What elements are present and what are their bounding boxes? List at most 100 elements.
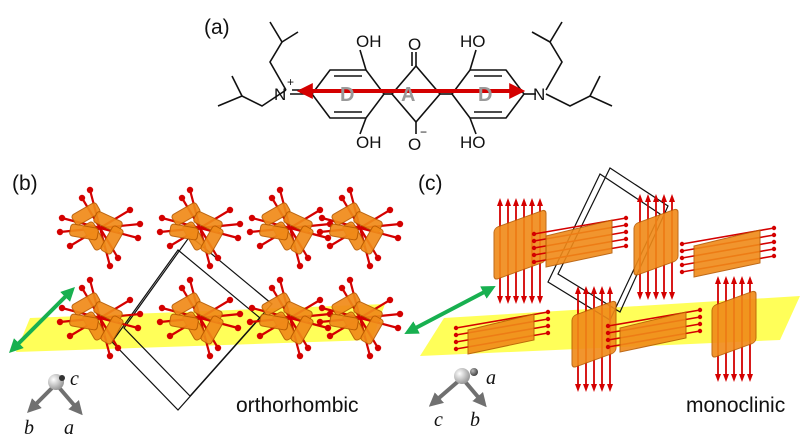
- dipole-arrow-tip: [531, 231, 537, 237]
- molecule-slab: [261, 292, 291, 316]
- dipole-arrow-tip: [731, 374, 737, 382]
- dipole-arrow-tip: [206, 352, 214, 360]
- dipole-arrow-tip: [697, 328, 703, 334]
- dipole-arrow-tip: [545, 316, 551, 322]
- molecule-slab: [200, 315, 224, 345]
- horizontal-stack: [605, 307, 703, 353]
- panel-c: (c) a c b monoclinic: [404, 167, 800, 431]
- dipole-arrow-tip: [396, 220, 404, 228]
- dipole-arrow-tip: [318, 214, 326, 222]
- dipole-arrow-tip: [669, 194, 675, 202]
- label-n-left: N: [274, 85, 286, 104]
- molecule-slab: [360, 315, 384, 345]
- molecule-slab: [711, 290, 757, 358]
- dipole-arrow-tip: [715, 374, 721, 382]
- dipole-arrow-tip: [771, 225, 777, 231]
- dipole-arrow-tip: [723, 374, 729, 382]
- dipole-arrow-tip: [366, 352, 374, 360]
- dipole-arrow-tip: [304, 254, 312, 262]
- label-charge-plus: +: [287, 75, 294, 89]
- label-ho-top-right: HO: [460, 32, 486, 51]
- dipole-arrow-tip: [166, 332, 174, 340]
- molecular-stacks-c: [453, 194, 777, 392]
- dipole-arrow-tip: [126, 206, 134, 214]
- dipole-arrow-tip: [679, 269, 685, 275]
- molecule-cluster: [156, 186, 244, 270]
- dipole-arrow-tip: [186, 276, 194, 284]
- dipole-arrow-tip: [56, 228, 64, 236]
- panel-a-label: (a): [204, 16, 230, 39]
- dipole-arrow-tip: [645, 292, 651, 300]
- molecule-slab: [290, 225, 314, 255]
- dipole-arrow-tip: [106, 262, 114, 270]
- molecule-slab: [467, 313, 535, 355]
- dipole-arrow-tip: [669, 292, 675, 300]
- dipole-arrow-tip: [66, 332, 74, 340]
- dipole-arrow-tip: [661, 292, 667, 300]
- dipole-arrow-tip: [747, 374, 753, 382]
- dipole-arrow-tip: [158, 304, 166, 312]
- molecule-slab: [329, 223, 359, 241]
- dipole-arrow-tip: [156, 318, 164, 326]
- dipole-arrow-tip: [653, 292, 659, 300]
- dipole-arrow-tip: [623, 222, 629, 228]
- dipole-arrow-tip: [166, 242, 174, 250]
- dipole-arrow-tip: [697, 321, 703, 327]
- molecule-cluster: [156, 276, 244, 360]
- molecule-slab: [571, 300, 617, 368]
- label-oh-top-left: OH: [356, 32, 382, 51]
- panel-b: (b) c b a orthorhombic: [9, 172, 404, 435]
- dipole-arrow-tip: [56, 318, 64, 326]
- dipole-arrow-tip: [545, 330, 551, 336]
- dipole-arrow-tip: [679, 255, 685, 261]
- dipole-arrow-tip: [106, 352, 114, 360]
- axis-c-label-b: c: [70, 368, 79, 390]
- dipole-arrow-tip: [605, 344, 611, 350]
- dipole-arrow-tip: [374, 254, 382, 262]
- label-o-bottom: O: [408, 135, 421, 154]
- molecule-slab: [259, 313, 289, 331]
- dipole-arrow-tip: [575, 384, 581, 392]
- dipole-arrow-tip: [497, 296, 503, 304]
- molecule-slab: [331, 202, 361, 226]
- dipole-arrow-tip: [771, 253, 777, 259]
- dipole-arrow-tip: [531, 252, 537, 258]
- dipole-arrow-tip: [583, 286, 589, 294]
- donor-left-letter: D: [340, 84, 354, 106]
- dipole-arrow-tip: [623, 243, 629, 249]
- dipole-arrow-tip: [296, 262, 304, 270]
- dipole-arrow-tip: [697, 314, 703, 320]
- axis-a-point: [470, 368, 478, 376]
- dipole-arrow-tip: [521, 296, 527, 304]
- dipole-arrow-tip: [396, 310, 404, 318]
- dipole-arrow-tip: [324, 324, 332, 332]
- molecule-slab: [633, 208, 679, 276]
- axis-c-label-c: c: [434, 409, 443, 431]
- molecule-slab: [261, 202, 291, 226]
- dipole-arrow-tip: [236, 310, 244, 318]
- molecule-cluster: [246, 186, 334, 270]
- dipole-arrow-tip: [537, 296, 543, 304]
- molecule-cluster: [316, 186, 404, 270]
- dipole-arrow-tip: [296, 352, 304, 360]
- dipole-arrow-tip: [679, 262, 685, 268]
- dipole-arrow-tip: [591, 286, 597, 294]
- dipole-arrow-tip: [186, 186, 194, 194]
- dipole-arrow-tip: [715, 276, 721, 284]
- dipole-arrow-tip: [453, 325, 459, 331]
- dipole-arrow-tip: [679, 248, 685, 254]
- dipole-arrow-tip: [771, 246, 777, 252]
- axis-origin-ball-c: [454, 368, 470, 384]
- donor-right-letter: D: [478, 84, 492, 106]
- dipole-arrow-tip: [78, 194, 86, 202]
- dipole-arrow-tip: [226, 206, 234, 214]
- dipole-arrow-tip: [723, 276, 729, 284]
- phase-label-monoclinic: monoclinic: [686, 394, 785, 417]
- dipole-arrow-tip: [316, 206, 324, 214]
- dipole-arrow-tip: [248, 214, 256, 222]
- dipole-arrow-tip: [134, 324, 142, 332]
- dipole-arrow-tip: [58, 304, 66, 312]
- dipole-arrow-tip: [453, 332, 459, 338]
- panel-c-label: (c): [418, 172, 443, 195]
